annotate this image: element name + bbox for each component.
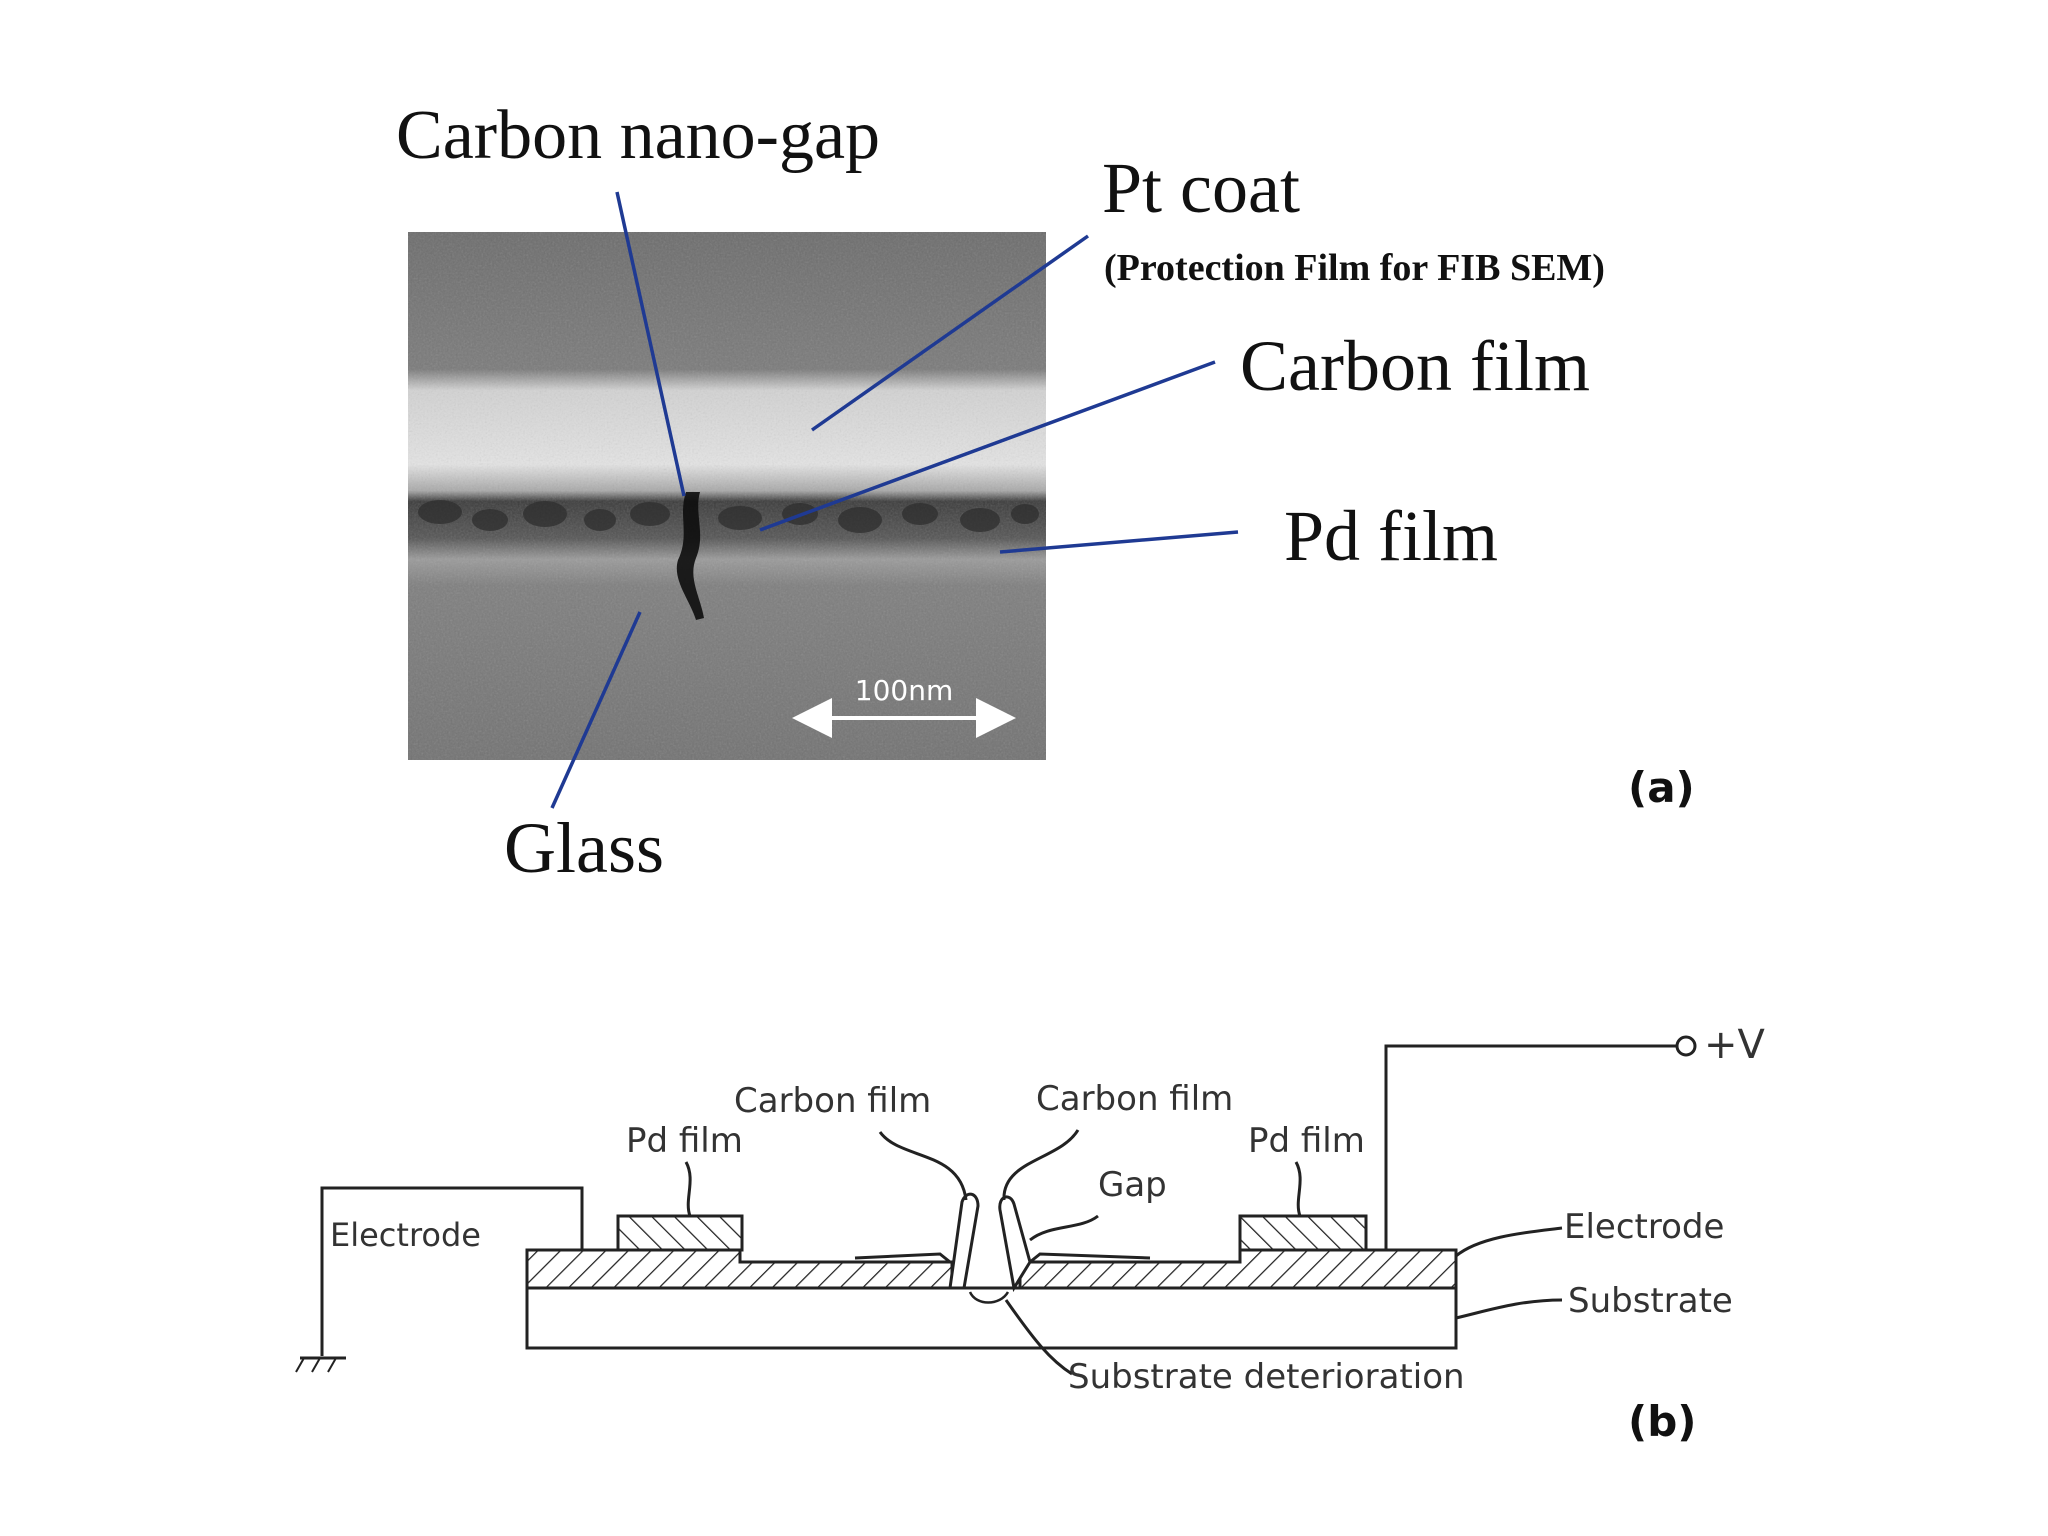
substrate-block	[527, 1288, 1456, 1348]
carbon-tip-left	[950, 1194, 978, 1288]
voltage-label: +V	[1704, 1022, 1766, 1068]
glass-label: Glass	[504, 808, 664, 888]
schematic	[296, 1037, 1695, 1374]
carbon-film-label-b-left: Carbon film	[734, 1081, 931, 1121]
pd-film-label-b-left: Pd film	[626, 1121, 743, 1161]
pd-film-label-a: Pd film	[1284, 496, 1498, 576]
carbon-nano-gap-label: Carbon nano-gap	[396, 97, 880, 174]
carbon-film-label-b-right: Carbon film	[1036, 1079, 1233, 1119]
pt-coat-label: Pt coat	[1102, 148, 1300, 228]
scale-bar-label: 100nm	[855, 674, 953, 707]
carbon-film-label-a: Carbon film	[1240, 326, 1590, 406]
sem-image: 100nm	[408, 232, 1046, 760]
electrode-label-right: Electrode	[1564, 1207, 1724, 1247]
gap-label: Gap	[1098, 1165, 1167, 1205]
pd-film-left-shape	[618, 1216, 742, 1250]
electrode-label-left: Electrode	[330, 1216, 481, 1254]
protection-film-label: (Protection Film for FIB SEM)	[1104, 247, 1605, 289]
panel-a-label: (a)	[1628, 763, 1695, 812]
voltage-terminal	[1677, 1037, 1695, 1055]
pd-film-right-shape	[1240, 1216, 1366, 1250]
substrate-deterioration-label: Substrate deterioration	[1068, 1357, 1465, 1397]
panel-b-label: (b)	[1628, 1397, 1696, 1446]
pd-film-label-b-right: Pd film	[1248, 1121, 1365, 1161]
substrate-label: Substrate	[1568, 1281, 1733, 1321]
